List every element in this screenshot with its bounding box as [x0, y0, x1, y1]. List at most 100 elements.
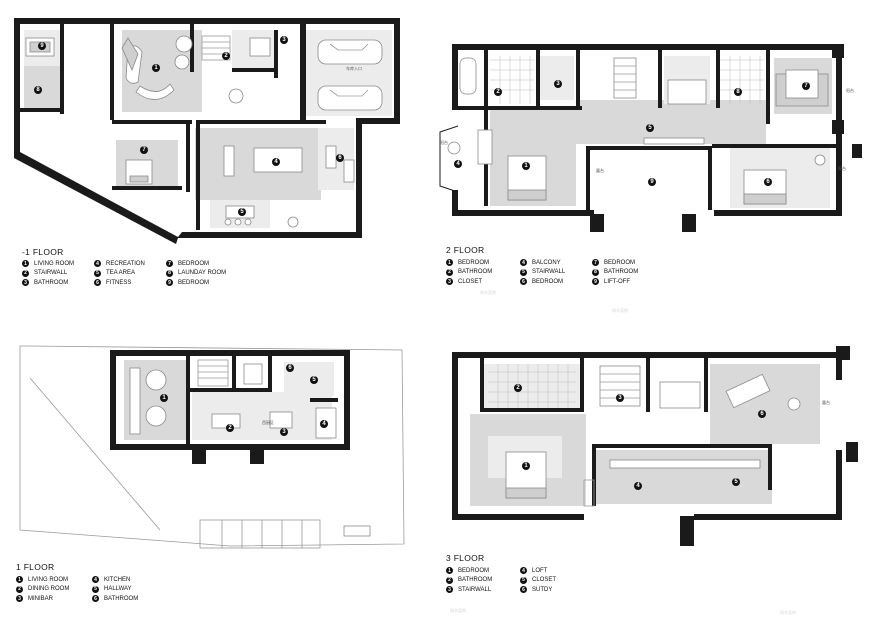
first-site-outline [19, 345, 405, 547]
watermark-3: 知木案例 [450, 607, 466, 613]
svg-text:5: 5 [734, 479, 738, 485]
svg-text:2: 2 [224, 53, 228, 59]
svg-text:6: 6 [288, 365, 292, 371]
watermark-4: 知木案例 [780, 609, 796, 615]
svg-text:4: 4 [456, 161, 460, 167]
second-marker-6: 6 [764, 178, 772, 186]
svg-text:3: 3 [282, 429, 286, 435]
svg-text:4: 4 [274, 159, 278, 165]
third-marker-2: 2 [514, 384, 522, 392]
basement-title: -1 FLOOR [22, 247, 64, 257]
svg-text:6: 6 [338, 155, 342, 161]
svg-text:7: 7 [142, 147, 146, 153]
second-marker-5: 5 [646, 124, 654, 132]
watermark-2: 知木案例 [612, 307, 628, 313]
third-marker-4: 4 [634, 482, 642, 490]
basement-marker-3: 3 [280, 36, 288, 44]
second-tag-terrace: 露台 [596, 167, 604, 173]
svg-text:4: 4 [322, 421, 326, 427]
svg-text:8: 8 [736, 89, 740, 95]
first-marker-5: 5 [310, 376, 318, 384]
first-marker-3: 3 [280, 428, 288, 436]
first-marker-6: 6 [286, 364, 294, 372]
first-marker-2: 2 [226, 424, 234, 432]
svg-text:5: 5 [240, 209, 244, 215]
svg-text:1: 1 [524, 163, 528, 169]
svg-text:9: 9 [40, 43, 44, 49]
basement-marker-9: 9 [38, 42, 46, 50]
plan-basement: 1 2 3 4 5 6 7 8 9 车库入口 [14, 18, 400, 244]
second-marker-8: 8 [734, 88, 742, 96]
svg-text:7: 7 [804, 83, 808, 89]
basement-tag-garage: 车库入口 [346, 65, 362, 71]
second-room-liftoff [600, 150, 710, 208]
second-marker-1: 1 [522, 162, 530, 170]
second-marker-7: 7 [802, 82, 810, 90]
basement-marker-5: 5 [238, 208, 246, 216]
third-marker-1: 1 [522, 462, 530, 470]
svg-text:1: 1 [524, 463, 528, 469]
plan-first: 1 2 3 4 5 6 西厨区 [19, 345, 405, 549]
basement-marker-4: 4 [272, 158, 280, 166]
svg-text:2: 2 [228, 425, 232, 431]
svg-text:3: 3 [556, 81, 560, 87]
watermark-group: 知木案例 知木案例 知木案例 知木案例 [450, 289, 796, 615]
basement-marker-7: 7 [140, 146, 148, 154]
svg-text:3: 3 [282, 37, 286, 43]
first-title: 1 FLOOR [16, 562, 55, 572]
third-marker-5: 5 [732, 478, 740, 486]
second-marker-9: 9 [648, 178, 656, 186]
svg-text:1: 1 [162, 395, 166, 401]
plan-second: 1 2 3 4 5 6 7 8 9 阳台 露台 阳台 阳台 [436, 44, 862, 232]
svg-text:3: 3 [618, 395, 622, 401]
watermark-1: 知木案例 [480, 289, 496, 295]
basement-marker-2: 2 [222, 52, 230, 60]
second-marker-4: 4 [454, 160, 462, 168]
second-tag-balcony-2: 阳台 [846, 87, 854, 93]
svg-text:6: 6 [766, 179, 770, 185]
third-title: 3 FLOOR [446, 553, 485, 563]
first-tag-kitchen: 西厨区 [262, 419, 274, 425]
first-marker-4: 4 [320, 420, 328, 428]
third-room-study [710, 364, 820, 444]
basement-marker-6: 6 [336, 154, 344, 162]
second-tag-balcony: 阳台 [440, 139, 448, 145]
svg-text:2: 2 [496, 89, 500, 95]
third-room-loft [596, 450, 772, 504]
basement-marker-8: 8 [34, 86, 42, 94]
third-marker-3: 3 [616, 394, 624, 402]
second-marker-3: 3 [554, 80, 562, 88]
third-room-bathroom [484, 364, 580, 408]
